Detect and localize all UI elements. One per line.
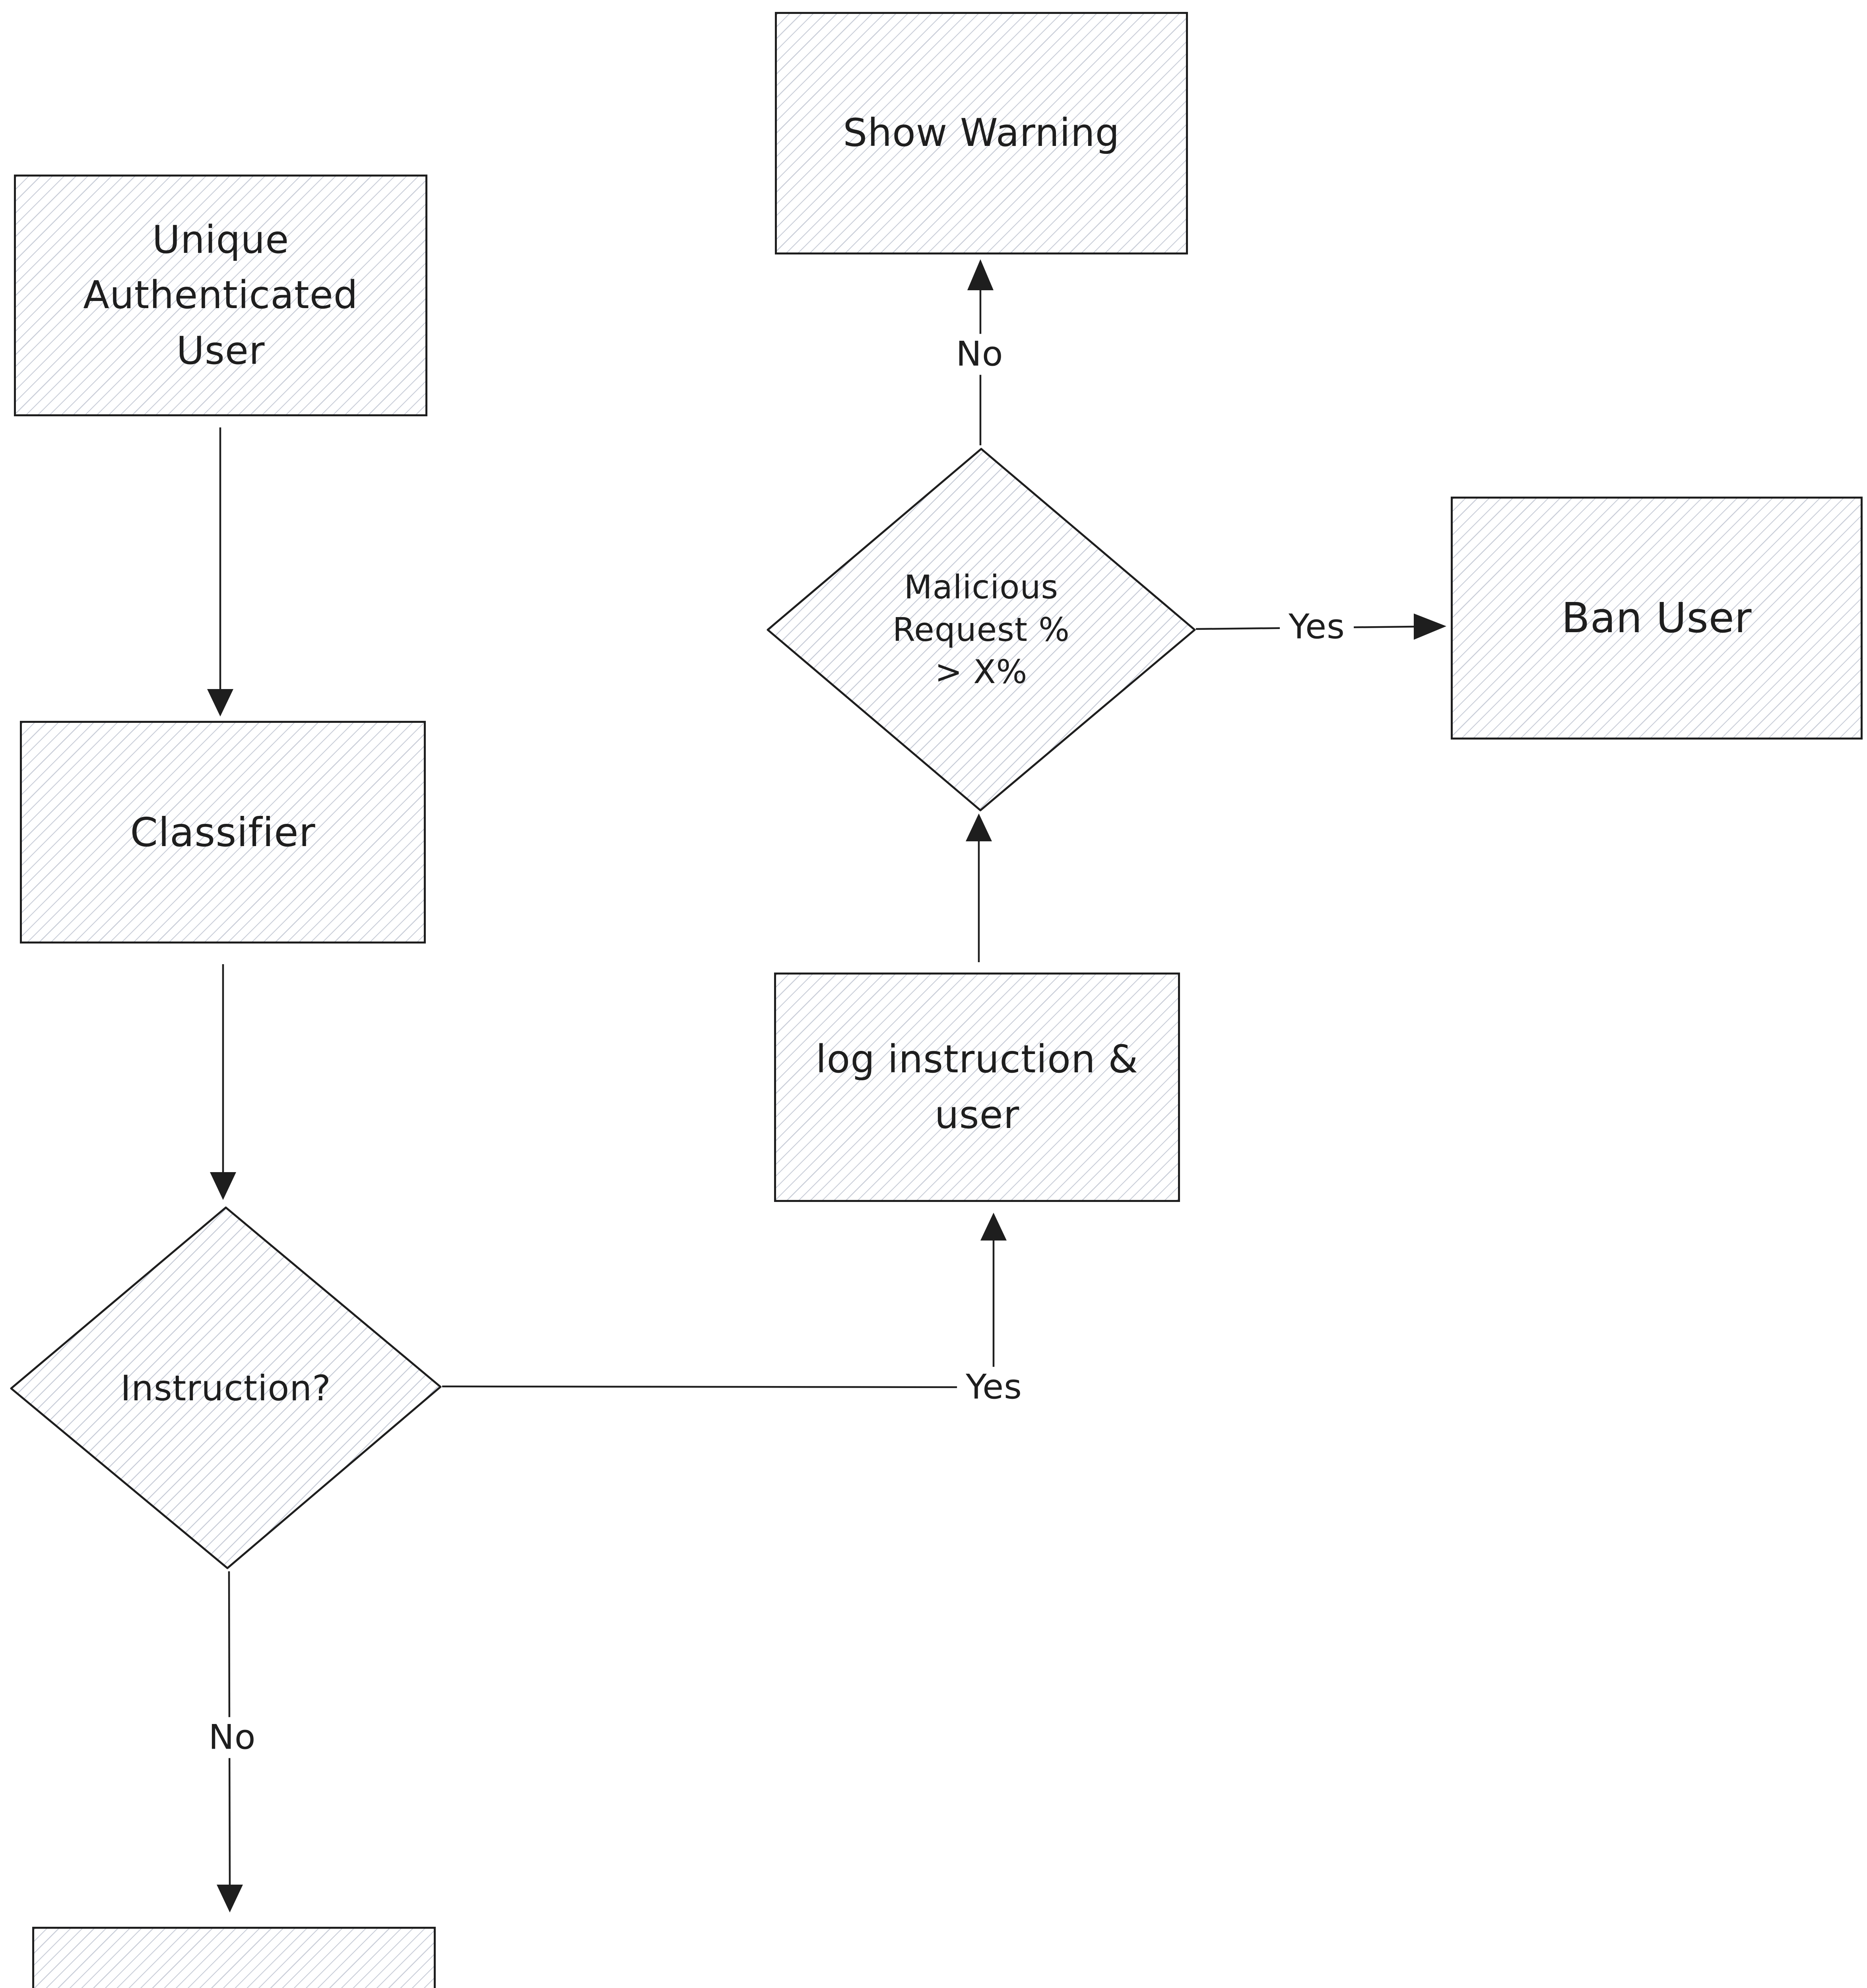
- node-log-instruction-label: log instruction & user: [815, 1037, 1139, 1137]
- node-show-warning-label: Show Warning: [843, 111, 1120, 155]
- node-log-instruction[interactable]: log instruction & user: [774, 973, 1180, 1202]
- edge-label-instruction-no: No: [200, 1717, 265, 1758]
- arrowhead-down-icon: [210, 1172, 236, 1200]
- edge-classifier-to-instruction[interactable]: [210, 964, 236, 1200]
- edge-user-to-classifier[interactable]: [207, 427, 233, 716]
- node-llm[interactable]: LLM: [32, 1927, 436, 1988]
- node-classifier[interactable]: Classifier: [20, 721, 426, 944]
- node-malicious-check-shape[interactable]: [767, 448, 1196, 812]
- arrowhead-up-icon: [966, 813, 992, 841]
- node-malicious-check-label: Malicious Request % > X%: [892, 569, 1070, 691]
- arrowhead-right-icon: [1414, 613, 1446, 640]
- edge-label-instruction-yes: Yes: [957, 1367, 1031, 1408]
- node-unique-user-label: Unique Authenticated User: [83, 217, 358, 373]
- node-classifier-label: Classifier: [130, 809, 316, 856]
- node-show-warning[interactable]: Show Warning: [775, 12, 1188, 254]
- edge-log-to-malicious[interactable]: [966, 813, 992, 962]
- arrowhead-down-icon: [207, 689, 233, 716]
- node-ban-user[interactable]: Ban User: [1451, 497, 1863, 740]
- edge-label-malicious-yes: Yes: [1280, 606, 1354, 648]
- node-ban-user-label: Ban User: [1561, 594, 1752, 643]
- arrowhead-up-icon: [980, 1213, 1007, 1241]
- node-instruction-shape[interactable]: [10, 1206, 442, 1569]
- edge-line: [442, 1237, 995, 1388]
- arrowhead-down-icon: [217, 1885, 243, 1912]
- edge-label-malicious-no: No: [947, 334, 1012, 375]
- arrowhead-up-icon: [967, 259, 994, 290]
- node-instruction-label: Instruction?: [120, 1367, 331, 1409]
- edge-instruction-yes[interactable]: [442, 1213, 1007, 1388]
- node-unique-user[interactable]: Unique Authenticated User: [14, 175, 427, 416]
